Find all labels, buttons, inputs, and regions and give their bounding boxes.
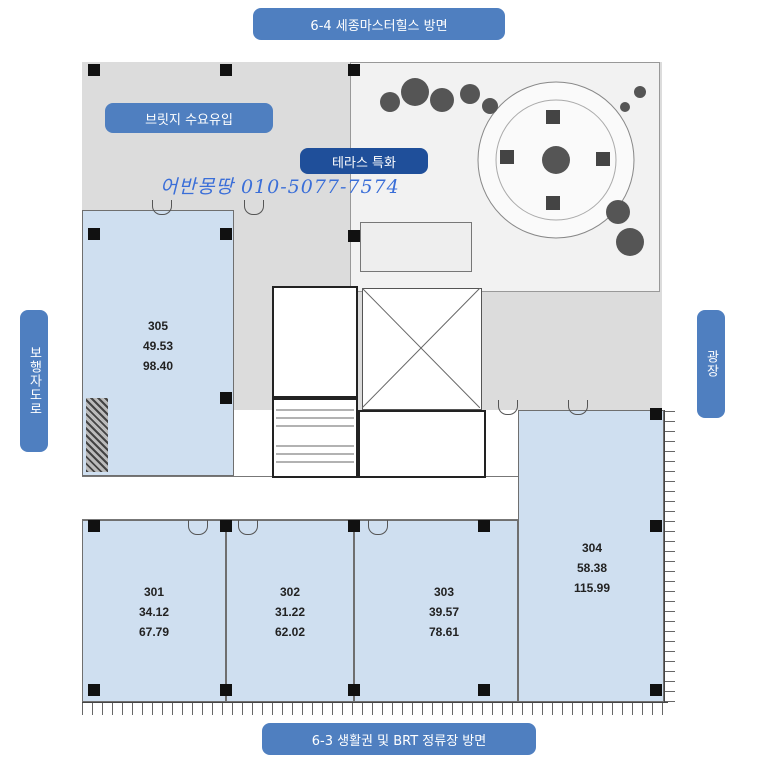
bench-planter: [360, 222, 472, 272]
unit-area-b: 115.99: [573, 581, 611, 595]
unit-301-label: 301 34.12 67.79: [124, 582, 184, 642]
direction-label-right: 광장: [697, 310, 725, 418]
atrium-cross: [362, 288, 480, 408]
plaza-center: [542, 146, 570, 174]
restroom-core: [358, 410, 486, 478]
elevator-core: [272, 286, 358, 398]
direction-label-left: 보행자도로: [20, 310, 48, 452]
table-icons: [500, 110, 610, 210]
unit-area-a: 31.22: [274, 605, 306, 619]
unit-304[interactable]: [518, 410, 664, 702]
unit-area-a: 49.53: [142, 339, 174, 353]
stair-lines: [276, 409, 354, 463]
column: [220, 520, 232, 532]
unit-303[interactable]: [354, 520, 518, 702]
left-ramp: [86, 398, 108, 472]
terrace-label: 테라스 특화: [300, 148, 428, 174]
column: [478, 520, 490, 532]
door-icon: [368, 520, 388, 535]
door-icon: [568, 400, 588, 415]
unit-number: 304: [581, 541, 603, 555]
unit-304-label: 304 58.38 115.99: [560, 538, 624, 598]
unit-number: 303: [433, 585, 455, 599]
column: [88, 64, 100, 76]
garden-drawing: [380, 78, 646, 256]
unit-area-b: 67.79: [138, 625, 170, 639]
unit-301[interactable]: [82, 520, 226, 702]
column: [220, 392, 232, 404]
unit-area-b: 62.02: [274, 625, 306, 639]
column: [478, 684, 490, 696]
direction-label-bottom: 6-3 생활권 및 BRT 정류장 방면: [262, 723, 536, 755]
door-icon: [188, 520, 208, 535]
column: [88, 228, 100, 240]
door-icon: [238, 520, 258, 535]
unit-area-b: 98.40: [142, 359, 174, 373]
tree-cluster: [380, 78, 646, 256]
column: [88, 684, 100, 696]
unit-303-label: 303 39.57 78.61: [414, 582, 474, 642]
unit-area-a: 39.57: [428, 605, 460, 619]
unit-305-label: 305 49.53 98.40: [128, 316, 188, 376]
stair-core: [272, 398, 358, 478]
plaza-inner: [495, 99, 617, 221]
corridor: [82, 476, 518, 520]
column: [220, 228, 232, 240]
unit-number: 302: [279, 585, 301, 599]
building-edge-bottom: [82, 702, 668, 715]
column: [220, 684, 232, 696]
column: [88, 520, 100, 532]
unit-302[interactable]: [226, 520, 354, 702]
unit-area-a: 58.38: [576, 561, 608, 575]
column: [348, 684, 360, 696]
column: [348, 64, 360, 76]
unit-number: 305: [147, 319, 169, 333]
column: [650, 520, 662, 532]
column: [650, 684, 662, 696]
column: [220, 64, 232, 76]
unit-area-a: 34.12: [138, 605, 170, 619]
column: [650, 408, 662, 420]
column: [348, 230, 360, 242]
unit-number: 301: [143, 585, 165, 599]
door-icon: [498, 400, 518, 415]
door-icon: [152, 200, 172, 215]
bridge-label: 브릿지 수요유입: [105, 103, 273, 133]
building-edge-right: [664, 410, 675, 702]
contact-handwriting: 어반몽땅 010-5077-7574: [160, 176, 400, 198]
unit-302-label: 302 31.22 62.02: [260, 582, 320, 642]
column: [348, 520, 360, 532]
door-icon: [244, 200, 264, 215]
direction-label-top: 6-4 세종마스터힐스 방면: [253, 8, 505, 40]
unit-area-b: 78.61: [428, 625, 460, 639]
